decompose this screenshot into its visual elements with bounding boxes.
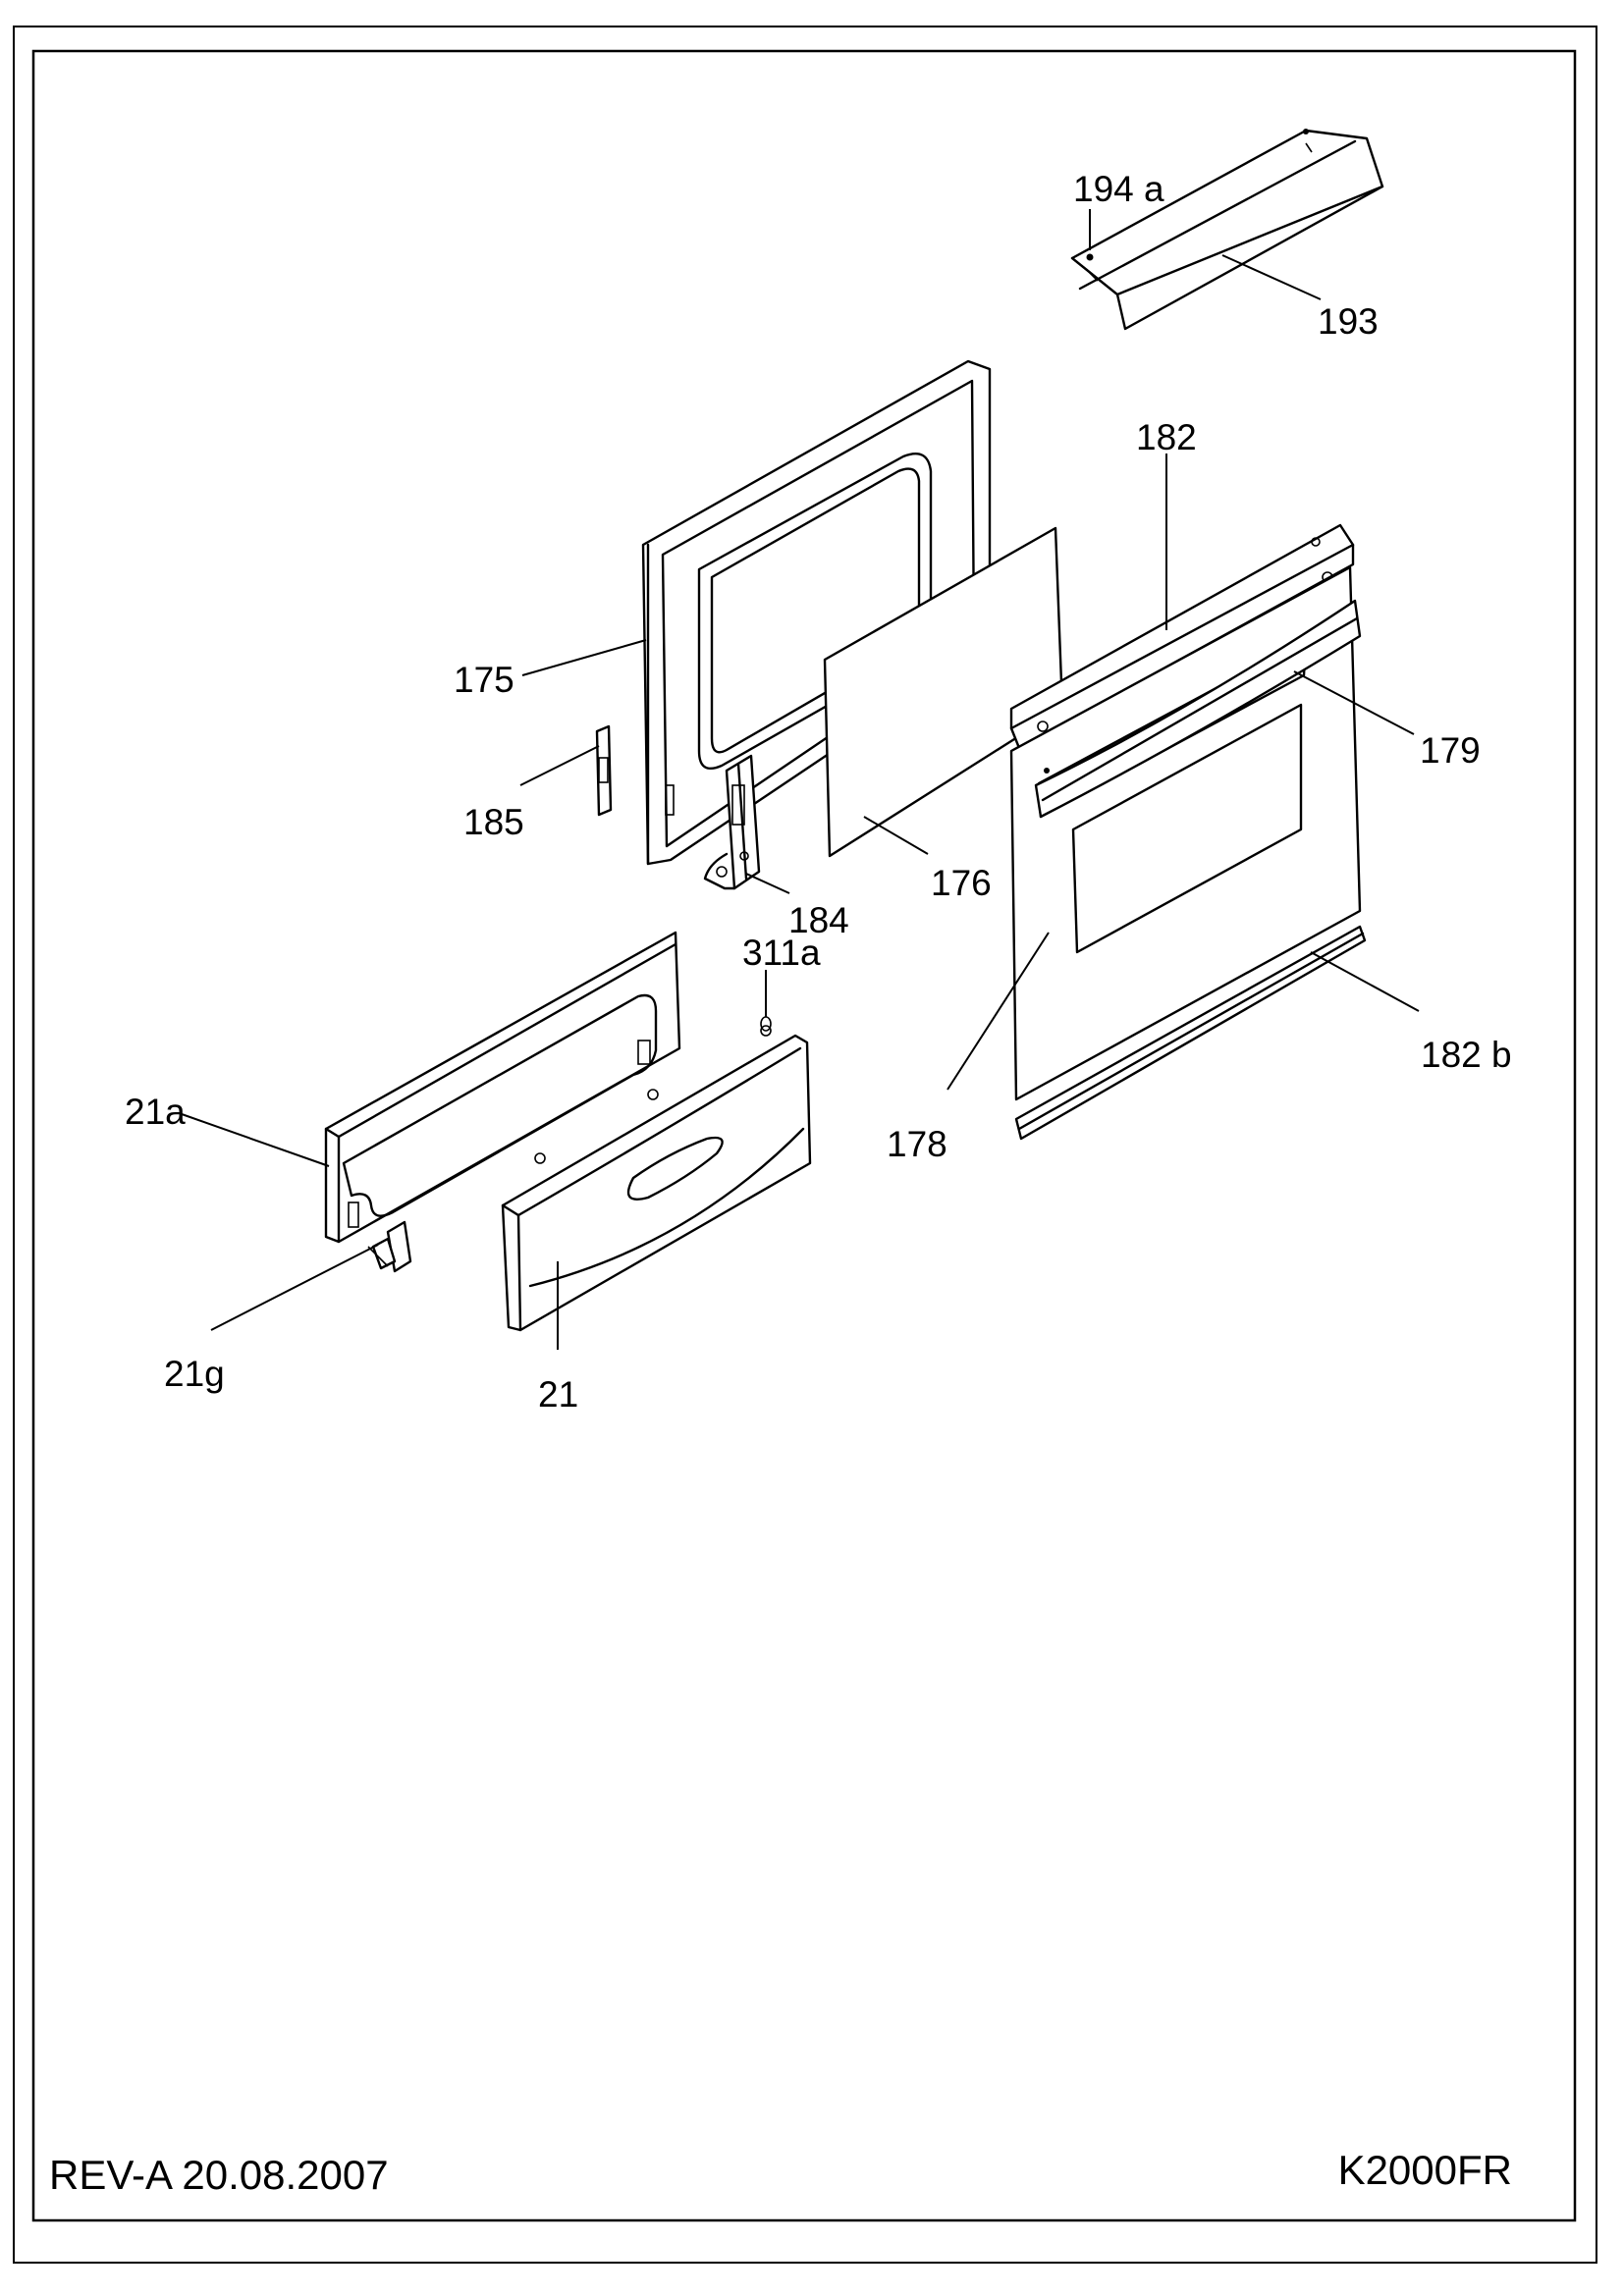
callout-21g: 21g bbox=[164, 1354, 225, 1394]
part-311a-screw bbox=[760, 1016, 772, 1032]
callout-182b: 182 b bbox=[1421, 1035, 1512, 1075]
outer-frame bbox=[13, 26, 1597, 2264]
part-21g-clip bbox=[367, 1220, 412, 1273]
callout-21: 21 bbox=[538, 1374, 578, 1415]
callout-193: 193 bbox=[1318, 301, 1379, 342]
callout-176: 176 bbox=[931, 863, 992, 903]
callout-182: 182 bbox=[1136, 417, 1197, 457]
callout-184: 184 bbox=[788, 900, 849, 940]
part-184-hinge bbox=[703, 754, 761, 890]
callout-311a: 311a bbox=[742, 933, 821, 973]
callout-175: 175 bbox=[454, 660, 514, 700]
revision-label: REV-A 20.08.2007 bbox=[49, 2152, 389, 2198]
callout-185: 185 bbox=[463, 802, 524, 842]
part-21-bottom-panel bbox=[501, 1025, 812, 1332]
callout-21a: 21a bbox=[125, 1092, 186, 1132]
part-21a-inner-panel bbox=[324, 931, 681, 1244]
part-179-handle bbox=[1034, 599, 1362, 819]
part-182b-lower-rail bbox=[1014, 925, 1367, 1141]
leader-lines bbox=[181, 209, 1420, 1350]
part-193-top-trim bbox=[1070, 129, 1384, 331]
callout-labels: 194 a 193 182 175 179 185 176 184 311a 1… bbox=[125, 169, 1512, 1415]
callout-179: 179 bbox=[1420, 730, 1481, 771]
screw-hole bbox=[1303, 129, 1309, 134]
model-label: K2000FR bbox=[1338, 2147, 1512, 2193]
part-185-bracket bbox=[595, 724, 613, 817]
callout-178: 178 bbox=[887, 1124, 947, 1164]
part-182-upper-rail bbox=[1009, 523, 1355, 750]
callout-194a: 194 a bbox=[1073, 169, 1164, 209]
inner-frame bbox=[31, 49, 1577, 2222]
